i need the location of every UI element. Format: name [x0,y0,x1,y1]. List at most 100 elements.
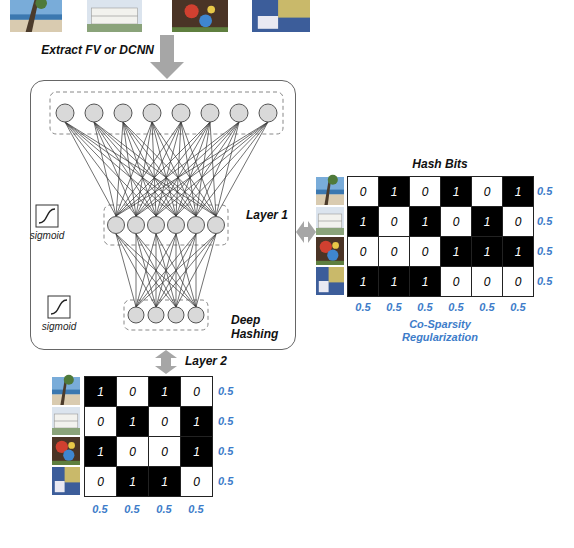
neuron [188,217,205,234]
hash-bit-cell: 0 [347,176,379,207]
weight-line [136,234,137,307]
neuron [143,104,161,122]
neuron [85,104,103,122]
weight-line [216,122,239,216]
photo [316,267,344,295]
neuron [168,307,184,323]
hash-bit-cell: 0 [502,206,534,237]
weight-line [116,234,176,307]
hash-bit-cell: 0 [148,406,181,437]
column-mean: 0.5 [417,301,432,314]
weight-line [65,122,216,216]
weight-line [116,234,156,307]
neuron [201,104,219,122]
hash-bit-cell: 1 [440,176,472,207]
hash-bit-cell: 1 [116,466,149,497]
column-mean: 0.5 [124,503,139,516]
hash-bit-cell: 1 [502,236,534,267]
hash-bit-cell: 1 [471,236,503,267]
weight-line [196,234,216,307]
column-mean: 0.5 [355,301,370,314]
weight-line [156,122,268,216]
neuron [114,104,132,122]
hash-bit-cell: 0 [440,206,472,237]
hash-bit-cell: 1 [409,206,441,237]
weight-line [116,122,123,216]
weight-line [176,122,181,216]
hash-bit-cell: 1 [116,406,149,437]
photo [87,0,142,32]
weight-line [136,234,176,307]
hash-bit-table: Hash Bits010101101010000111111000 [316,156,533,298]
hash-bit-cell: 0 [180,376,213,407]
photo [172,0,228,32]
hash-bit-cell: 1 [148,466,181,497]
weight-line [116,122,210,216]
hash-bit-cell: 1 [378,176,410,207]
row-mean: 0.5 [218,415,233,428]
input-layer [50,92,283,134]
block-arrow [296,221,316,243]
hash-bit-cell: 0 [409,236,441,267]
weight-line [216,122,268,216]
photo [316,207,344,235]
hash-bit-cell: 1 [471,206,503,237]
hash-bit-cell: 1 [347,206,379,237]
weight-line [210,122,216,216]
column-mean: 0.5 [448,301,463,314]
hash-bit-cell: 1 [502,176,534,207]
hash-bit-cell: 0 [347,236,379,267]
hash-bit-cell: 0 [440,266,472,297]
column-mean: 0.5 [510,301,525,314]
weight-line [176,122,210,216]
neuron [188,307,204,323]
row-mean: 0.5 [218,475,233,488]
column-mean: 0.5 [479,301,494,314]
hash-bit-cell: 0 [116,376,149,407]
column-mean: 0.5 [156,503,171,516]
neuron [148,217,165,234]
sigmoid-curve [51,300,67,314]
arrow-label: Extract FV or DCNN [41,43,154,57]
photo [52,407,80,435]
input-arrow [150,35,184,79]
hash-bit-cell: 1 [148,376,181,407]
neuron [108,217,125,234]
weight-line [136,122,181,216]
hash-bit-cell: 0 [378,206,410,237]
edge-label: Layer 1 [244,208,290,222]
weight-line [176,122,239,216]
sigmoid-icon [36,205,58,227]
hash-bit-cell: 0 [502,266,534,297]
block-arrow [155,350,177,374]
weight-line [116,234,196,307]
neuron [128,307,144,323]
row-mean: 0.5 [537,245,552,258]
photo [52,437,80,465]
activation-label: sigmoid [42,321,76,333]
hash-bit-cell: 0 [84,406,117,437]
hash-bit-cell: 1 [409,266,441,297]
table-heading: Hash Bits [347,157,533,171]
weight-line [196,122,268,216]
activation-label: sigmoid [30,230,64,242]
hash-bit-cell: 1 [84,436,117,467]
hash-bit-cell: 1 [347,266,379,297]
neuron [172,104,190,122]
hash-bit-cell: 1 [84,376,117,407]
photo [52,467,80,495]
row-mean: 0.5 [537,275,552,288]
hash-bit-cell: 0 [409,176,441,207]
hash-bit-cell: 1 [180,406,213,437]
edge-label: Layer 2 [183,354,229,368]
neuron [56,104,74,122]
sigmoid-curve [39,209,55,223]
column-mean: 0.5 [92,503,107,516]
weight-line [94,122,196,216]
neuron [208,217,225,234]
weight-line [65,122,156,216]
weight-line [156,122,239,216]
neuron [230,104,248,122]
regularization-label: Co-Sparsity Regularization [375,318,505,344]
hash-bit-cell: 0 [116,436,149,467]
